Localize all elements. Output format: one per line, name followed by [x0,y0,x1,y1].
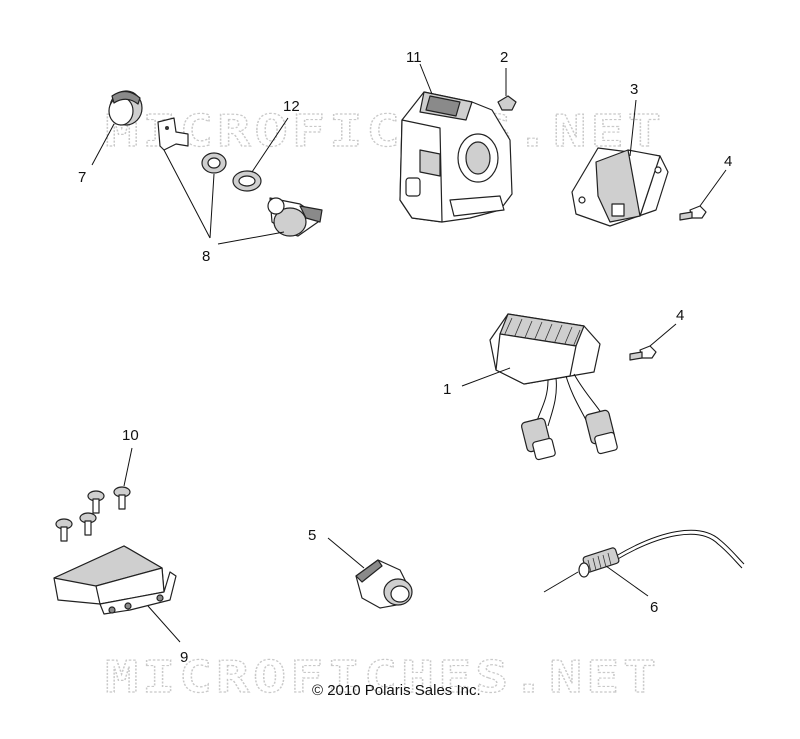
watermark-bottom: MICROFICHES.NET [105,652,660,703]
part-4-screw-middle [629,345,657,361]
part-5-switch [355,559,413,609]
part-7-cap [108,90,143,126]
watermark-top: MICROFICHES.NET [105,106,665,157]
callout-6: 6 [650,599,658,616]
copyright-text: © 2010 Polaris Sales Inc. [312,682,481,699]
callout-10: 10 [122,427,139,444]
callout-1: 1 [443,381,451,398]
part-2-clip [497,95,517,111]
part-3-module [571,147,669,227]
part-6-sensor [543,529,745,593]
part-8-switch [267,197,323,237]
part-8-nut [201,152,227,174]
part-8-plate [157,117,189,151]
callout-12: 12 [283,98,300,115]
callout-11: 11 [406,49,422,66]
regulator-fins [503,317,581,348]
callout-8: 8 [202,248,210,265]
callout-9: 9 [180,649,188,666]
callout-5: 5 [308,527,316,544]
callout-7: 7 [78,169,86,186]
sensor-threads [587,552,612,573]
callout-2: 2 [500,49,508,66]
callout-4-top: 4 [724,153,732,170]
callout-4-middle: 4 [676,307,684,324]
part-10-screws [55,486,131,542]
part-1-regulator [489,313,618,461]
callout-3: 3 [630,81,638,98]
part-9-bracket-box [53,545,177,615]
part-11-switch-housing [399,91,513,223]
part-12-washer [232,170,262,192]
part-4-screw-top [679,205,707,221]
